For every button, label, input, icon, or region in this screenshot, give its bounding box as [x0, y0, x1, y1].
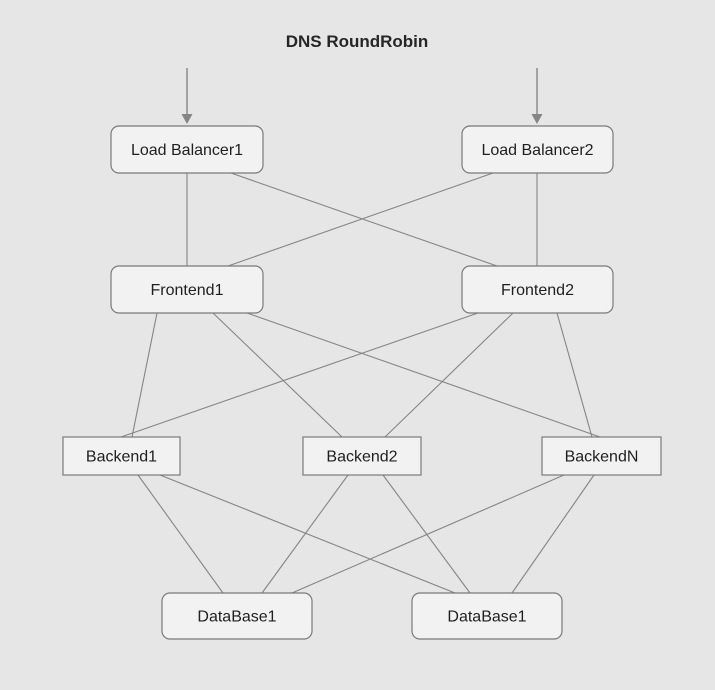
node-be2[interactable]: Backend2 — [302, 436, 422, 476]
node-lb1[interactable]: Load Balancer1 — [110, 125, 264, 174]
node-box-beN[interactable] — [541, 436, 662, 476]
edge-be1-to-db1 — [137, 474, 224, 594]
node-label-lb1: Load Balancer1 — [131, 142, 243, 159]
edge-fe1-to-beN — [246, 312, 601, 438]
node-lb2[interactable]: Load Balancer2 — [461, 125, 614, 174]
node-label-beN: BackendN — [565, 449, 639, 466]
page-title: DNS RoundRobin — [286, 32, 429, 51]
node-label-be2: Backend2 — [326, 449, 397, 466]
node-fe2[interactable]: Frontend2 — [461, 265, 614, 314]
edge-lb1-to-fe2 — [230, 172, 498, 267]
node-fe1[interactable]: Frontend1 — [110, 265, 264, 314]
node-label-lb2: Load Balancer2 — [481, 142, 593, 159]
node-label-fe2: Frontend2 — [501, 282, 574, 299]
node-box-lb1[interactable] — [110, 125, 264, 174]
arrow-head-icon — [531, 114, 543, 124]
node-box-db2[interactable] — [411, 592, 563, 640]
edge-fe2-to-be2 — [384, 312, 514, 438]
edges-group — [120, 172, 601, 594]
arrow-head-icon — [181, 114, 193, 124]
node-label-be1: Backend1 — [86, 449, 157, 466]
layer-frontends: Frontend1 Frontend2 — [110, 265, 614, 314]
edge-be2-to-db2 — [382, 474, 471, 594]
node-label-db2: DataBase1 — [447, 609, 526, 626]
node-label-db1: DataBase1 — [197, 609, 276, 626]
entry-arrows-group — [181, 68, 543, 124]
edge-be1-to-db2 — [159, 474, 456, 594]
edge-fe1-to-be1 — [131, 312, 158, 438]
node-box-db1[interactable] — [161, 592, 313, 640]
edge-fe1-to-be2 — [212, 312, 343, 438]
layer-backends: Backend1 Backend2 BackendN — [62, 436, 662, 476]
node-box-lb2[interactable] — [461, 125, 614, 174]
node-beN[interactable]: BackendN — [541, 436, 662, 476]
entry-lb1-arrow — [181, 68, 193, 124]
edge-beN-to-db1 — [291, 474, 565, 594]
node-box-be1[interactable] — [62, 436, 181, 476]
edge-be2-to-db1 — [261, 474, 349, 594]
edge-beN-to-db2 — [511, 474, 595, 594]
node-box-be2[interactable] — [302, 436, 422, 476]
node-db1[interactable]: DataBase1 — [161, 592, 313, 640]
edge-fe2-to-beN — [556, 312, 593, 438]
node-box-fe1[interactable] — [110, 265, 264, 314]
layer-load-balancers: Load Balancer1 Load Balancer2 — [110, 125, 614, 174]
node-db2[interactable]: DataBase1 — [411, 592, 563, 640]
node-box-fe2[interactable] — [461, 265, 614, 314]
edge-lb2-to-fe1 — [227, 172, 494, 267]
node-label-fe1: Frontend1 — [151, 282, 224, 299]
edge-fe2-to-be1 — [120, 312, 479, 438]
entry-lb2-arrow — [531, 68, 543, 124]
node-be1[interactable]: Backend1 — [62, 436, 181, 476]
layer-databases: DataBase1 DataBase1 — [161, 592, 563, 640]
